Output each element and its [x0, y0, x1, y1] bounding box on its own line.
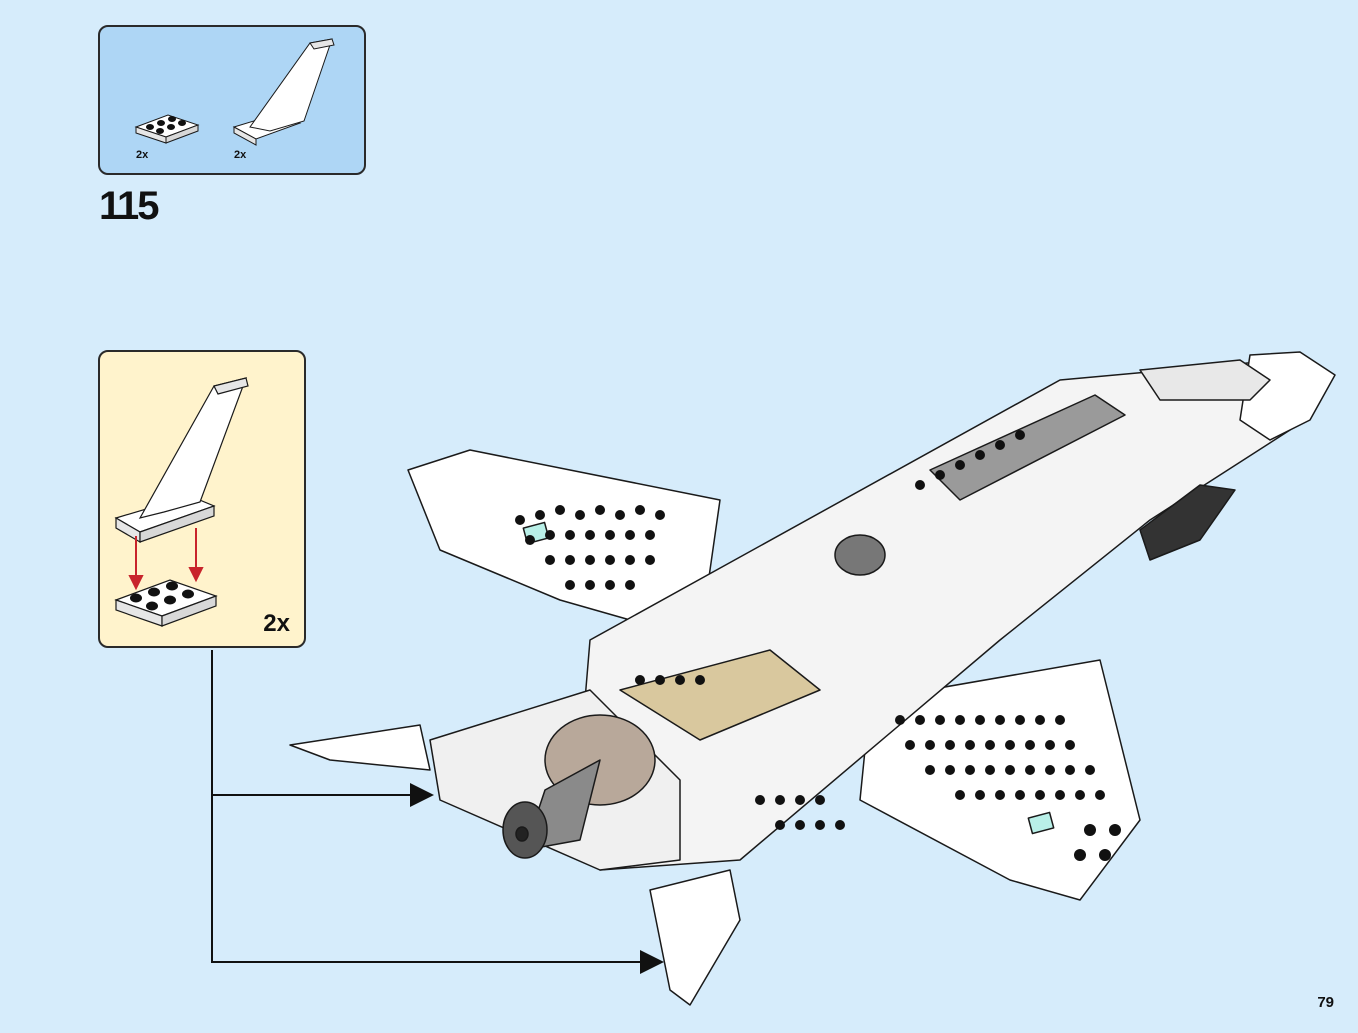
- plate-2x3-icon: [134, 114, 200, 144]
- tail-fin-icon: [114, 377, 249, 544]
- sub-assembly-illustration: [114, 377, 249, 627]
- parts-list-illustration: [134, 38, 335, 146]
- tail-fin-icon: [232, 38, 335, 146]
- fuselage-studs: [635, 430, 1025, 830]
- parts-list: 2x 2x: [98, 25, 366, 175]
- tail-fin-quantity: 2x: [234, 149, 247, 161]
- spaceship-model: [289, 351, 1336, 1006]
- sub-assembly-quantity: 2x: [263, 610, 290, 637]
- page-number: 79: [1317, 994, 1334, 1011]
- wing-studs-right: [895, 715, 1121, 861]
- plate-2x3-icon: [114, 579, 218, 627]
- step-number: 115: [99, 184, 160, 228]
- connector-lines: [211, 650, 664, 974]
- assembly-arrows: [128, 528, 204, 591]
- sub-assembly-callout: 2x: [98, 350, 306, 648]
- wing-studs-left: [515, 505, 665, 590]
- plate-quantity: 2x: [136, 149, 149, 161]
